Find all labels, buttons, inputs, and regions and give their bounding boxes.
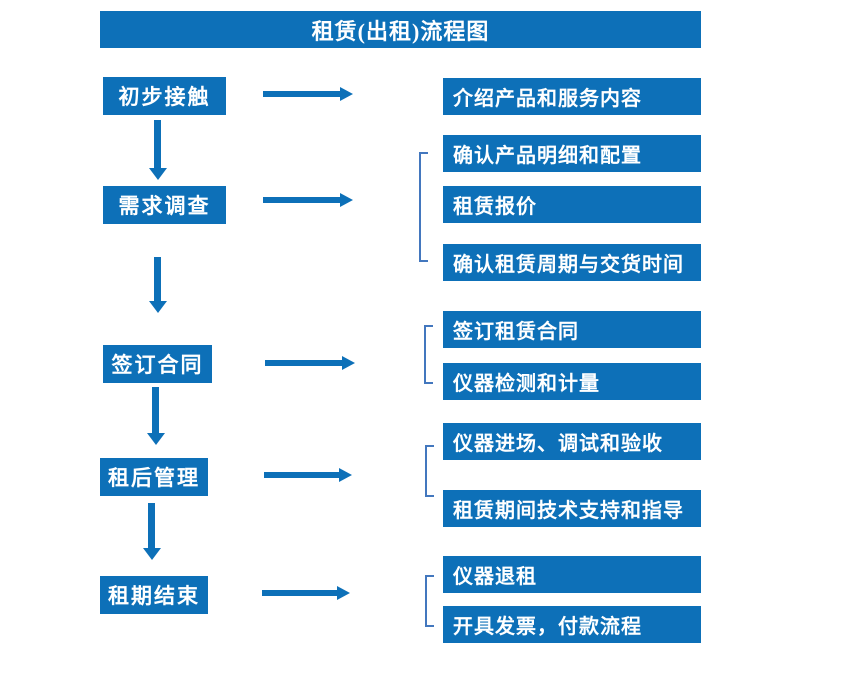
detail-instrument-return: 仪器退租 [443,556,701,593]
page-title: 租赁(出租)流程图 [311,18,490,44]
arrow-head-icon [147,433,165,445]
bracket-rental-end-group [425,575,434,627]
arrow-right-initial-contact [263,87,353,101]
step-demand-survey: 需求调查 [103,186,226,224]
bracket-post-rental-group [425,445,434,497]
arrow-right-demand-survey [263,193,353,207]
bracket-demand-survey-group [419,152,428,262]
bracket-sign-contract-group [424,325,433,384]
step-rental-period-end: 租期结束 [100,576,208,614]
detail-sign-rental-contract: 签订租赁合同 [443,311,701,348]
arrow-right-sign-contract [265,356,355,370]
step-sign-contract: 签订合同 [103,345,212,383]
detail-instrument-entry-debug-acceptance: 仪器进场、调试和验收 [443,423,701,460]
arrow-down-step2-step3 [149,257,167,313]
detail-rental-quotation: 租赁报价 [443,186,701,223]
arrow-head-icon [143,548,161,560]
arrow-down-step3-step4 [147,387,165,445]
arrow-shaft [264,472,340,478]
arrow-head-icon [340,87,353,101]
detail-confirm-rental-period-delivery: 确认租赁周期与交货时间 [443,244,701,281]
detail-rental-technical-support: 租赁期间技术支持和指导 [443,490,701,527]
arrow-shaft [154,257,161,302]
arrow-head-icon [340,193,353,207]
arrow-shaft [154,120,161,169]
arrow-down-step1-step2 [149,120,167,180]
detail-confirm-product-specs-config: 确认产品明细和配置 [443,135,701,172]
arrow-head-icon [337,586,350,600]
arrow-down-step4-step5 [143,503,161,560]
arrow-shaft [262,590,338,596]
arrow-head-icon [149,168,167,180]
arrow-shaft [148,503,155,549]
arrow-head-icon [149,301,167,313]
step-post-rental-management: 租后管理 [100,458,208,496]
arrow-right-rental-end [262,586,350,600]
arrow-shaft [263,91,341,97]
arrow-right-post-rental [264,468,352,482]
title-bar: 租赁(出租)流程图 [100,11,701,48]
arrow-shaft [265,360,343,366]
step-initial-contact: 初步接触 [103,77,226,115]
arrow-shaft [152,387,159,434]
detail-instrument-inspection-metrology: 仪器检测和计量 [443,363,701,400]
detail-invoice-payment-process: 开具发票，付款流程 [443,606,701,643]
arrow-head-icon [342,356,355,370]
arrow-head-icon [339,468,352,482]
detail-introduce-products-services: 介绍产品和服务内容 [443,78,701,115]
arrow-shaft [263,197,341,203]
